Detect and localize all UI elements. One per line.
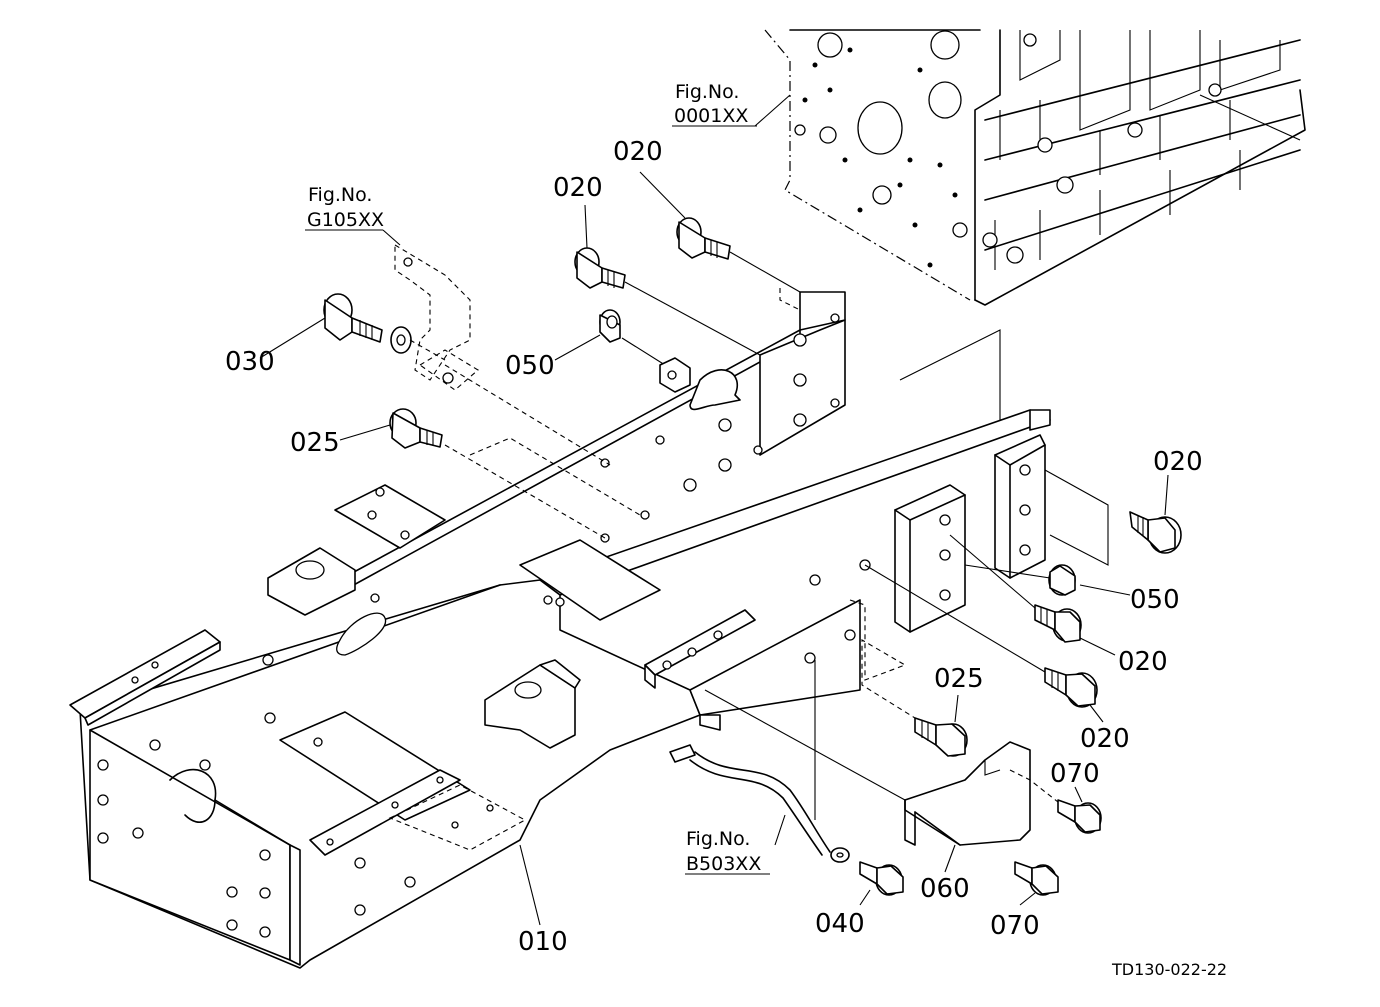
bolt-070-b [1014, 861, 1059, 896]
bolt-020-a [574, 247, 626, 289]
bolt-020-c [1129, 511, 1182, 554]
guide-engine-mount [899, 329, 1001, 420]
bolt-020-e-axis [864, 564, 1046, 673]
left-flange-strip [69, 629, 221, 726]
engine-fig-code: 0001XX [674, 105, 748, 127]
bolt-020-b-axis [729, 251, 801, 293]
label-040: 040 [815, 909, 865, 939]
bracket-fig-code: G105XX [307, 209, 384, 231]
label-030: 030 [225, 347, 275, 377]
label-020-b: 020 [613, 137, 663, 167]
rail-nut-block [659, 357, 741, 411]
leader-020-b [639, 171, 686, 219]
label-020-c: 020 [1153, 447, 1203, 477]
bolt-030 [323, 293, 412, 354]
collar-050-right [1048, 564, 1076, 596]
bolt-020-b [676, 217, 731, 260]
leader-020-d [1079, 637, 1116, 656]
label-060: 060 [920, 874, 970, 904]
wire-fig-title: Fig.No. [686, 828, 750, 850]
drawing-code: TD130-022-22 [1111, 960, 1227, 979]
collar-050-upper [599, 309, 621, 343]
label-025-lower: 025 [934, 664, 984, 694]
bracket-060 [904, 741, 1031, 846]
label-050-right: 050 [1130, 585, 1180, 615]
label-020-a: 020 [553, 173, 603, 203]
main-frame [79, 291, 1051, 969]
bolt-020-d-axis [949, 534, 1036, 609]
bolt-025-upper [389, 408, 443, 449]
bolt-020-a-axis [624, 281, 761, 356]
leader-050-right [1079, 584, 1131, 596]
leader-025-lower [954, 694, 959, 723]
bolt-025-axis [444, 444, 606, 539]
bolt-020-d [1034, 604, 1082, 643]
leader-070-a [1074, 786, 1083, 803]
leader-050-upper [554, 334, 601, 361]
label-025-upper: 025 [290, 428, 340, 458]
upper-plate [334, 484, 446, 549]
leader-020-c [1164, 474, 1169, 516]
engine-ref-leader [754, 94, 791, 127]
engine-mount-block-rear [994, 434, 1046, 579]
bolt-040 [859, 861, 904, 896]
mount-block-left [267, 547, 356, 616]
label-070-b: 070 [990, 911, 1040, 941]
leader-020-e [1089, 704, 1104, 723]
leader-020-a [584, 204, 588, 249]
leader-060 [944, 844, 956, 873]
label-020-d: 020 [1118, 647, 1168, 677]
guide-dashed-1 [469, 437, 641, 516]
bolt-025-lower-axis [849, 599, 916, 719]
bolt-030-axis [409, 339, 446, 361]
bolt-070-a-axis [1009, 769, 1059, 803]
side-strip-right [644, 609, 756, 689]
collar-050-upper-axis [621, 337, 666, 366]
collar-050-right-axis [964, 564, 1051, 579]
leader-070-b [1019, 892, 1036, 906]
label-020-e: 020 [1080, 724, 1130, 754]
guide-dashed-3 [779, 288, 801, 311]
engine-block-outline [764, 29, 1306, 306]
label-070-a: 070 [1050, 759, 1100, 789]
wire-ref-leader [774, 814, 786, 846]
label-050-upper: 050 [505, 351, 555, 381]
leader-030 [259, 317, 326, 359]
engine-mount-block-front [894, 484, 966, 633]
mount-block-center [484, 659, 581, 749]
bracket-fig-title: Fig.No. [308, 184, 372, 206]
label-010: 010 [518, 927, 568, 957]
wire-harness [669, 744, 850, 863]
bracket-ref-leader [382, 229, 401, 246]
bolt-020-e [1044, 667, 1098, 708]
engine-fig-title: Fig.No. [675, 81, 739, 103]
leader-010 [519, 844, 541, 926]
wire-fig-code: B503XX [686, 853, 761, 875]
leader-040 [859, 889, 871, 906]
lower-plate [279, 539, 661, 856]
bolt-070-a [1057, 799, 1102, 834]
bolt-020-c-guide [1044, 469, 1109, 566]
bracket-060-axis [704, 689, 906, 801]
bracket-g105 [394, 244, 479, 391]
bolt-025-lower [914, 717, 968, 757]
leader-025-upper [339, 424, 391, 441]
